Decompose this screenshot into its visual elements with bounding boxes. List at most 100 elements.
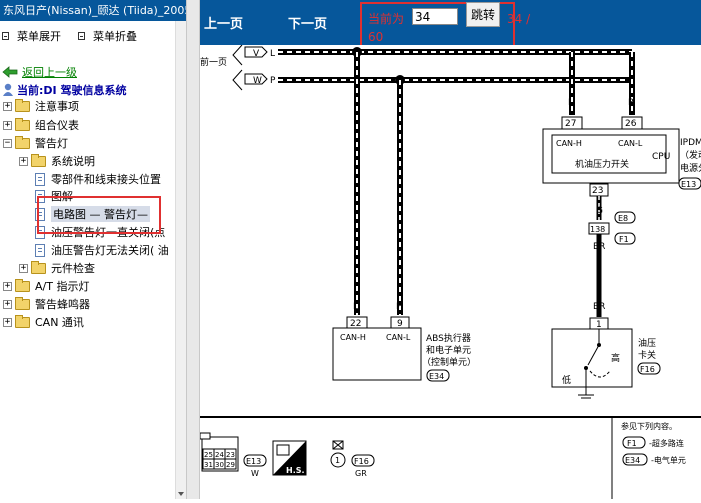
pager-toolbar: 上一页 下一页 xyxy=(200,0,701,45)
tree-item-component-locations[interactable]: 零部件和线束接头位置 xyxy=(35,171,161,187)
expand-icon[interactable]: + xyxy=(3,298,12,309)
legend-pin: 25 xyxy=(204,451,213,459)
tree-item-warning-buzzer[interactable]: + 警告蜂鸣器 xyxy=(3,296,90,312)
can-h-text: CAN-H xyxy=(556,139,582,148)
folder-icon xyxy=(15,98,30,112)
can-h-text: CAN-H xyxy=(340,333,366,342)
tree-item-label: A/T 指示灯 xyxy=(35,280,90,293)
connector-f1: F1 xyxy=(619,235,629,244)
folder-icon xyxy=(15,117,30,131)
scroll-down-icon[interactable] xyxy=(178,492,184,496)
reference-f1-text: -超多路连 xyxy=(649,438,684,448)
expand-icon[interactable]: + xyxy=(3,280,12,291)
reference-e34: E34 xyxy=(625,456,640,465)
prev-page-button[interactable]: 上一页 xyxy=(204,17,244,32)
current-page-label: 当前为 xyxy=(368,12,405,26)
document-icon xyxy=(35,207,45,221)
page-total-b: 60 xyxy=(368,30,384,44)
pin-9: 9 xyxy=(397,319,403,329)
tree-item-label: 零部件和线束接头位置 xyxy=(51,173,161,186)
ipdm-title: IPDM xyxy=(680,138,701,148)
pin-138: 138 xyxy=(590,225,605,234)
legend-gr: GR xyxy=(355,469,367,478)
prev-page-text: 前一页 xyxy=(200,56,227,68)
user-icon xyxy=(3,83,13,96)
wire-v-label: V xyxy=(253,49,260,59)
tree-item-label: 电路图 — 警告灯— xyxy=(51,206,150,222)
wire-w-label: W xyxy=(253,76,262,86)
current-section-label: 当前:DI 驾驶信息系统 xyxy=(17,84,127,97)
panel-splitter[interactable] xyxy=(186,0,200,499)
legend-pin: 23 xyxy=(226,451,235,459)
highlight-annotation-box xyxy=(37,196,161,234)
can-l-text: CAN-L xyxy=(386,333,411,342)
ipdm-sub1: （发动 xyxy=(680,149,701,161)
expand-icon[interactable]: + xyxy=(3,119,12,130)
legend-f16: F16 xyxy=(354,457,369,466)
reference-f1: F1 xyxy=(627,439,637,448)
tree-item-precautions[interactable]: + 注意事项 xyxy=(3,98,79,114)
tree-item-label: 元件检查 xyxy=(51,262,95,275)
left-navigation-panel: 东风日产(Nissan)_颐达 (Tiida)_2005 菜单展开 菜单折叠 返… xyxy=(0,0,186,499)
expand-icon[interactable]: + xyxy=(19,155,28,166)
current-section: 当前:DI 驾驶信息系统 xyxy=(2,82,126,98)
collapse-menu-button[interactable]: 菜单折叠 xyxy=(78,28,137,44)
tree-item-at-indicator[interactable]: + A/T 指示灯 xyxy=(3,278,89,294)
window-title: 东风日产(Nissan)_颐达 (Tiida)_2005 xyxy=(0,0,186,21)
wire-br-label: BR xyxy=(593,242,605,252)
expand-icon xyxy=(2,32,9,40)
tree-item-component-inspection[interactable]: + 元件检查 xyxy=(19,260,95,276)
next-page-button[interactable]: 下一页 xyxy=(288,17,328,32)
abs-title-2: 和电子单元 xyxy=(426,344,471,356)
legend-pin: 30 xyxy=(215,461,224,469)
sensor-title-1: 油压 xyxy=(638,337,656,349)
wiring-diagram-svg: 前一页 V W L P L P 27 26 CAN-H CAN-L 机油压力开关… xyxy=(199,44,701,499)
folder-icon xyxy=(31,153,46,167)
tree-item-warning-lamps[interactable]: − 警告灯 xyxy=(3,135,68,151)
tree-item-oil-lamp-on[interactable]: 油压警告灯无法关闭( 油 xyxy=(35,242,169,258)
tree-item-system-description[interactable]: + 系统说明 xyxy=(19,153,95,169)
ipdm-sub2: 电源分 xyxy=(680,162,701,174)
reference-title: 参见下列内容。 xyxy=(621,421,677,431)
folder-icon xyxy=(15,314,30,328)
expand-icon[interactable]: + xyxy=(3,100,12,111)
back-link[interactable]: 返回上一级 xyxy=(2,64,77,80)
tree-item-can-communication[interactable]: + CAN 通讯 xyxy=(3,314,84,330)
expand-icon[interactable]: + xyxy=(19,262,28,273)
reference-e34-text: -电气单元 xyxy=(651,455,686,465)
tree-item-wiring-diagram[interactable]: 电路图 — 警告灯— xyxy=(35,206,150,222)
tree-item-label: 油压警告灯无法关闭( 油 xyxy=(51,244,169,257)
wire-g-label: G xyxy=(596,206,603,216)
collapse-icon[interactable]: − xyxy=(3,137,12,148)
legend-pin: 24 xyxy=(215,451,224,459)
abs-title-3: （控制单元） xyxy=(422,356,476,368)
connector-e34: E34 xyxy=(429,372,444,381)
page-total-a: 34 / xyxy=(507,12,531,26)
tree-item-label: 警告灯 xyxy=(35,137,68,150)
wire-l-label: L xyxy=(270,49,275,59)
back-arrow-icon xyxy=(2,66,18,78)
bracket-mark xyxy=(232,44,243,66)
expand-menu-button[interactable]: 菜单展开 xyxy=(2,28,61,44)
legend-e13: E13 xyxy=(246,457,261,466)
sensor-high-label: 高 xyxy=(611,352,620,364)
pin-27: 27 xyxy=(565,119,576,129)
tree-item-combination-meter[interactable]: + 组合仪表 xyxy=(3,117,79,133)
expand-icon[interactable]: + xyxy=(3,316,12,327)
abs-unit-box xyxy=(332,327,422,381)
tree-item-label: 系统说明 xyxy=(51,155,95,168)
tree-item-label: CAN 通讯 xyxy=(35,316,84,329)
sensor-low-label: 低 xyxy=(562,374,571,386)
page-number-input[interactable] xyxy=(412,8,458,25)
connector-w-flag xyxy=(244,73,268,85)
bracket-mark xyxy=(232,69,243,91)
tree-item-label: 组合仪表 xyxy=(35,119,79,132)
legend-pin: 29 xyxy=(226,461,235,469)
go-button[interactable]: 跳转 xyxy=(466,2,500,27)
pin-22: 22 xyxy=(350,319,361,329)
left-scrollbar[interactable] xyxy=(175,21,186,499)
tree-item-label: 警告蜂鸣器 xyxy=(35,298,90,311)
connector-e8: E8 xyxy=(618,214,628,223)
abs-title-1: ABS执行器 xyxy=(426,332,471,344)
folder-icon xyxy=(31,260,46,274)
